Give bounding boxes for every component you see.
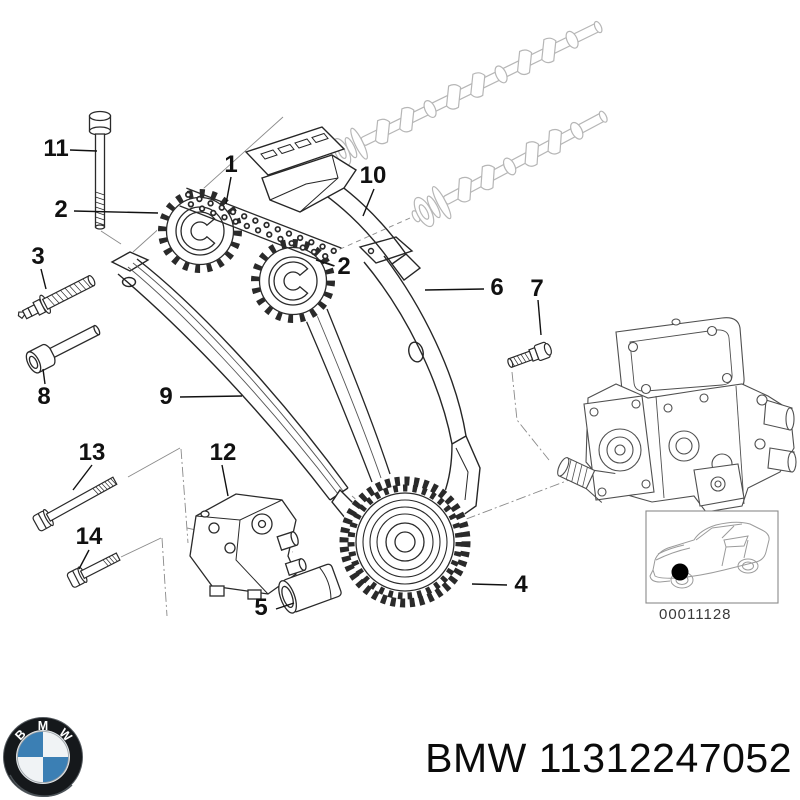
bmw-logo: B M W bbox=[3, 717, 83, 797]
vehicle-thumbnail bbox=[645, 510, 779, 604]
logo-letter-m: M bbox=[38, 719, 48, 733]
camshaft-sprocket-left bbox=[157, 188, 243, 274]
callout-6: 6 bbox=[490, 274, 504, 301]
crankshaft-sprocket bbox=[339, 476, 471, 608]
logo-quadrant-tl bbox=[17, 731, 43, 757]
camshaft-upper bbox=[330, 20, 603, 166]
callout-1: 1 bbox=[224, 151, 238, 178]
callout-12: 12 bbox=[209, 439, 237, 466]
cylinder-head-bolt-11 bbox=[88, 110, 112, 230]
sensor-bolt-7 bbox=[507, 341, 552, 368]
camshaft-sprocket-right bbox=[250, 238, 336, 324]
part-location-dot bbox=[671, 563, 689, 581]
chain-guide-cassette bbox=[244, 126, 357, 213]
logo-quadrant-br bbox=[43, 757, 69, 783]
callout-3: 3 bbox=[31, 243, 45, 270]
logo-quadrant-tr bbox=[43, 731, 69, 757]
spacer-bushing bbox=[278, 563, 342, 614]
callout-8: 8 bbox=[37, 383, 51, 410]
injection-pump bbox=[557, 317, 797, 513]
callout-11: 11 bbox=[43, 135, 69, 162]
image-number: 00011128 bbox=[659, 606, 732, 623]
chain-tensioner bbox=[189, 493, 307, 600]
callout-9: 9 bbox=[159, 383, 173, 410]
callout-2-right: 2 bbox=[337, 253, 351, 280]
leader-lines bbox=[40, 149, 542, 610]
callout-4: 4 bbox=[514, 571, 528, 598]
socket-bolt-8 bbox=[25, 324, 101, 374]
camshaft-lower bbox=[411, 110, 608, 228]
callout-7: 7 bbox=[530, 275, 544, 302]
callout-5: 5 bbox=[254, 594, 268, 621]
callout-2-left: 2 bbox=[54, 196, 68, 223]
stud-bolt-3 bbox=[17, 274, 96, 320]
callout-10: 10 bbox=[359, 162, 387, 189]
hex-bolt-13 bbox=[32, 476, 118, 532]
tensioner-rail-right bbox=[358, 236, 481, 522]
callout-14: 14 bbox=[75, 523, 103, 550]
logo-quadrant-bl bbox=[17, 757, 43, 783]
hex-bolt-14 bbox=[66, 552, 121, 588]
timing-chain bbox=[179, 187, 342, 267]
chain-run-rail bbox=[304, 308, 391, 483]
callout-13: 13 bbox=[78, 439, 106, 466]
part-number-title: BMW 11312247052 bbox=[425, 735, 792, 781]
